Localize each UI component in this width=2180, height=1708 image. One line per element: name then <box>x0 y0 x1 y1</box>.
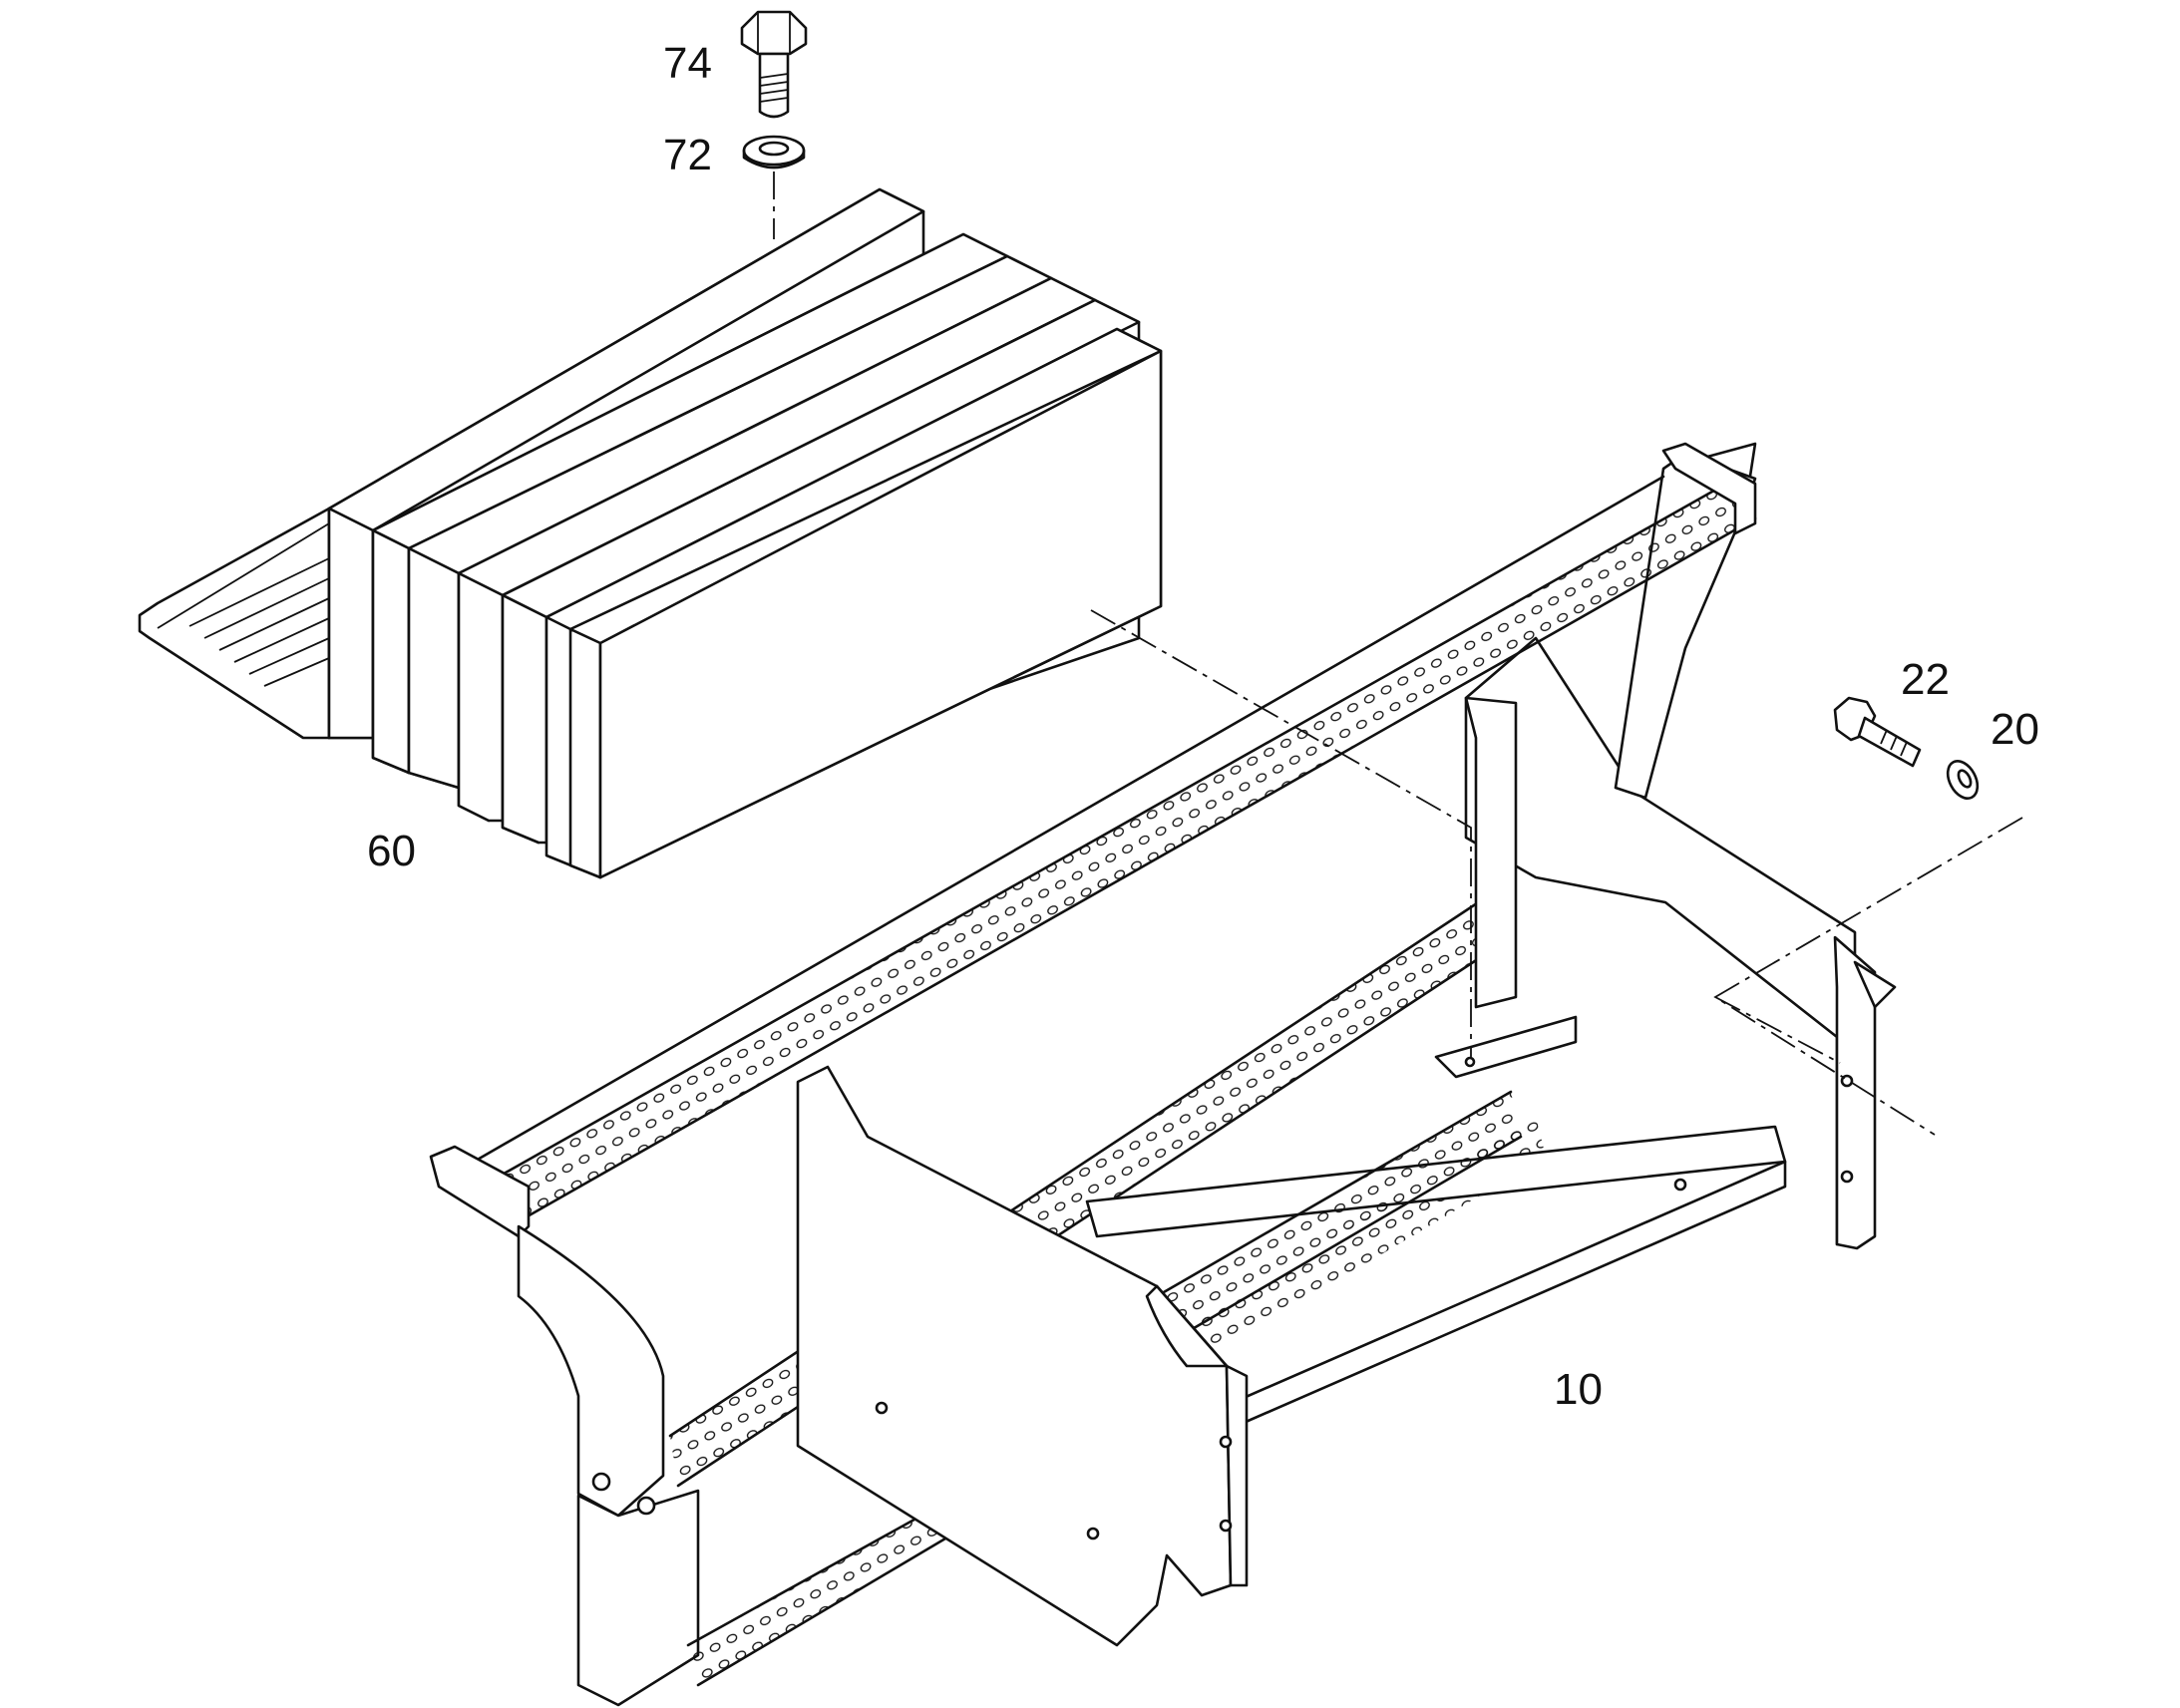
label-22: 22 <box>1901 655 1950 704</box>
label-72: 72 <box>663 131 712 179</box>
bolt-22-icon <box>1833 696 1922 768</box>
label-74: 74 <box>663 39 712 88</box>
label-20: 20 <box>1991 705 2039 754</box>
assembly-center-lines <box>1090 609 2023 1136</box>
washer-20-icon <box>1946 760 1980 800</box>
bolt-74-icon <box>740 10 808 119</box>
washer-72-icon <box>742 135 806 170</box>
step-assembly-10 <box>429 442 1897 1707</box>
label-10: 10 <box>1554 1365 1603 1414</box>
step-pad-set-60 <box>138 187 1163 879</box>
label-60: 60 <box>367 827 416 875</box>
